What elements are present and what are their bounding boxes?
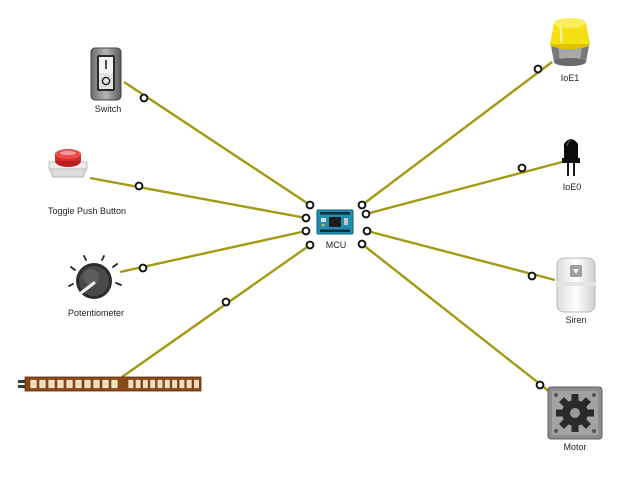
- connector-motor-mcu[interactable]: [357, 239, 367, 249]
- sensor-cell: [38, 379, 47, 389]
- led-icon: [562, 139, 580, 176]
- connector-push-button-mcu[interactable]: [301, 213, 311, 223]
- gear-tooth: [556, 409, 564, 417]
- wire-flex-sensor[interactable]: [121, 244, 311, 378]
- wire-push-button[interactable]: [89, 176, 307, 220]
- siren-label: Siren: [565, 315, 587, 325]
- connector-flex-sensor-mcu[interactable]: [305, 240, 315, 250]
- connector-switch-device[interactable]: [139, 93, 149, 103]
- wire-motor[interactable]: [361, 243, 551, 393]
- sensor-cell: [101, 379, 110, 389]
- connector-siren-device[interactable]: [527, 271, 537, 281]
- sensor-cell: [142, 379, 149, 389]
- sensor-cell: [29, 379, 38, 389]
- toggle-push-button-device[interactable]: [46, 148, 90, 180]
- sensor-cell: [56, 379, 65, 389]
- sensor-cell: [47, 379, 56, 389]
- push-button-icon: [48, 149, 88, 178]
- rocker-switch-icon: [90, 47, 122, 101]
- gear-tooth: [571, 424, 579, 432]
- connector-push-button-device[interactable]: [134, 181, 144, 191]
- mcu-label: MCU: [325, 240, 347, 250]
- sensor-cell: [110, 379, 119, 389]
- motor-label: Motor: [563, 442, 587, 452]
- connector-ioe0-mcu[interactable]: [361, 209, 371, 219]
- connector-potentiometer-device[interactable]: [138, 263, 148, 273]
- sensor-cell: [186, 379, 193, 389]
- ioe1-label: IoE1: [560, 73, 580, 83]
- sensor-cell: [65, 379, 74, 389]
- flex-sensor-device[interactable]: [18, 376, 202, 392]
- mcu-board[interactable]: [316, 209, 354, 235]
- wire-ioe1[interactable]: [361, 61, 553, 206]
- sensor-cell: [156, 379, 164, 389]
- connector-ioe1-device[interactable]: [533, 64, 543, 74]
- sensor-strip-icon: [18, 376, 202, 392]
- gear-tooth: [586, 409, 594, 417]
- sensor-cell: [83, 379, 92, 389]
- switch-device[interactable]: [90, 47, 122, 101]
- sensor-cell: [92, 379, 101, 389]
- connector-switch-mcu[interactable]: [305, 200, 315, 210]
- connector-motor-device[interactable]: [535, 380, 545, 390]
- gear-motor-icon: [547, 386, 603, 440]
- motor-device[interactable]: [547, 386, 603, 440]
- sensor-cell: [135, 379, 142, 389]
- sensor-cell: [149, 379, 156, 389]
- ioe0-label: IoE0: [562, 182, 582, 192]
- sensor-cell: [164, 379, 171, 389]
- switch-label: Switch: [94, 104, 122, 114]
- siren-device[interactable]: [555, 256, 597, 314]
- sensor-cell: [74, 379, 83, 389]
- sensor-cell: [193, 379, 200, 389]
- potentiometer-label: Potentiometer: [67, 308, 125, 318]
- connector-potentiometer-mcu[interactable]: [301, 226, 311, 236]
- sensor-cell: [127, 379, 134, 389]
- connector-siren-mcu[interactable]: [362, 226, 372, 236]
- connector-ioe1-mcu[interactable]: [357, 200, 367, 210]
- wire-ioe0[interactable]: [365, 160, 563, 216]
- microcontroller-icon: [316, 209, 354, 235]
- siren-icon: [556, 257, 596, 313]
- gear-tooth: [571, 394, 579, 402]
- ioe0-device[interactable]: [556, 134, 586, 178]
- ioe1-device[interactable]: [546, 16, 594, 68]
- yellow-lamp-icon: [550, 18, 590, 66]
- wire-siren[interactable]: [366, 229, 556, 282]
- sensor-cell: [171, 379, 178, 389]
- connector-ioe0-device[interactable]: [517, 163, 527, 173]
- connector-flex-sensor-device[interactable]: [221, 297, 231, 307]
- wire-potentiometer[interactable]: [119, 229, 307, 274]
- toggle-push-button-label: Toggle Push Button: [47, 206, 127, 216]
- sensor-cell: [178, 379, 186, 389]
- wire-switch[interactable]: [123, 80, 311, 207]
- potentiometer-device[interactable]: [66, 252, 126, 306]
- potentiometer-knob-icon: [68, 255, 122, 299]
